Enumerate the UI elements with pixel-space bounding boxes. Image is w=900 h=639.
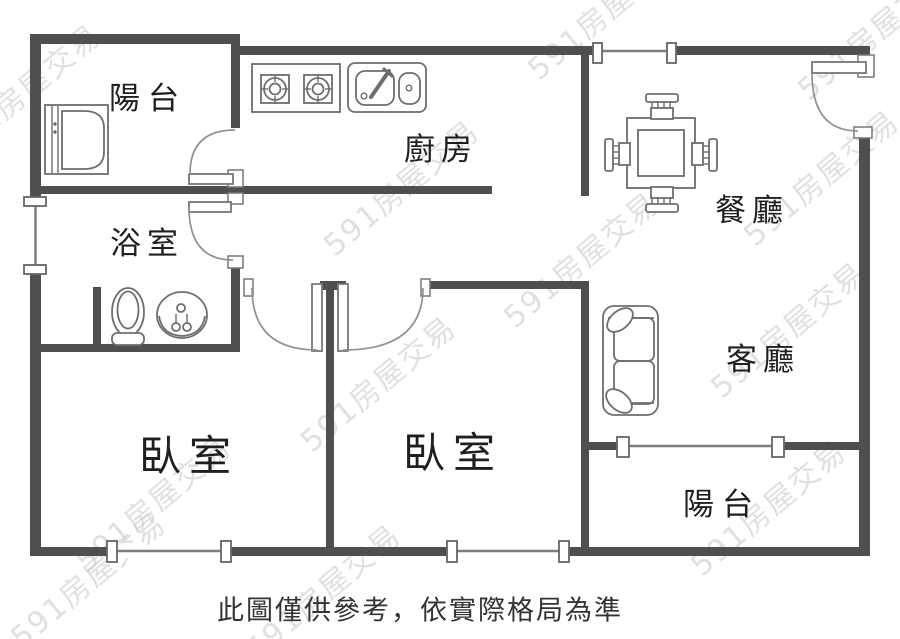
- sofa-pillow: [605, 388, 633, 414]
- toilet-bowl-inner: [116, 290, 140, 330]
- window-opening: [597, 42, 672, 57]
- wall-segment: [859, 134, 870, 556]
- kitchen-sink-icon: [347, 62, 427, 113]
- chair-seat: [650, 107, 674, 120]
- sofa-icon: [602, 305, 659, 416]
- sliding-door-panel: [616, 436, 630, 458]
- watermark-text: 591房屋交易: [704, 256, 873, 406]
- window-tick: [220, 540, 232, 563]
- door-jamb: [227, 255, 244, 269]
- entry-door-leaf: [811, 61, 867, 74]
- chair-seat: [618, 142, 631, 166]
- sink-counter: [347, 62, 427, 113]
- disclaimer-caption: 此圖僅供參考，依實際格局為準: [217, 596, 623, 627]
- bathroom-door-arc: [188, 206, 234, 261]
- watermark-text: 591房屋交易: [4, 506, 173, 639]
- entry-door-arc: [811, 72, 859, 132]
- sofa-cushion: [613, 360, 655, 405]
- balcony-door-leaf: [188, 173, 234, 185]
- wall-segment: [581, 46, 589, 196]
- wall-segment: [30, 34, 41, 556]
- wall-segment: [93, 287, 101, 346]
- washer-door: [61, 110, 105, 170]
- window-tick: [23, 264, 47, 275]
- chair-back: [645, 203, 679, 213]
- room-label-kitchen: 廚房: [404, 132, 478, 168]
- room-label-bathroom: 浴室: [110, 226, 184, 262]
- sink-basin-left: [355, 70, 395, 106]
- basin-tap-knob: [171, 322, 181, 332]
- wall-segment: [30, 344, 239, 352]
- room-label-balcony-bottom: 陽台: [683, 487, 761, 523]
- room-label-dining: 餐廳: [715, 193, 789, 229]
- windows: [23, 42, 785, 563]
- dining-table-icon: [604, 93, 718, 213]
- table-inner: [637, 129, 685, 177]
- sink-faucet: [369, 69, 391, 99]
- washer-knob: [53, 122, 57, 126]
- gas-stove-icon: [251, 63, 341, 113]
- room-label-balcony-top: 陽台: [109, 81, 187, 117]
- bedroom-middle-door-leaf: [337, 283, 349, 352]
- bedroom-left-door-arc: [251, 287, 318, 351]
- wash-basin-icon: [156, 291, 208, 339]
- toilet-base: [111, 332, 145, 346]
- chair-back: [645, 93, 679, 103]
- bedroom-middle-door-arc: [342, 287, 424, 351]
- wall-segment: [231, 260, 240, 352]
- room-labels: 陽台 廚房 餐廳 浴室 臥室 臥室 客廳 陽台: [109, 81, 800, 523]
- window-tick: [446, 540, 458, 563]
- window-tick: [592, 42, 603, 64]
- door-jamb: [227, 192, 244, 205]
- sliding-door-panel: [771, 436, 785, 458]
- sofa-pillow: [606, 307, 634, 333]
- wall-segment: [30, 186, 492, 194]
- bedroom-left-door-leaf: [311, 283, 323, 352]
- burner-ring: [268, 82, 282, 96]
- window-tick: [23, 196, 47, 207]
- window-tick: [558, 540, 570, 563]
- basin-faucet: [176, 303, 186, 313]
- washer-knob: [53, 130, 57, 134]
- chair-back: [604, 138, 614, 172]
- burner-ring: [311, 82, 325, 96]
- door-jamb: [853, 126, 873, 139]
- basin-tap-knob: [182, 322, 192, 332]
- basin-inner: [158, 315, 206, 337]
- door-jamb: [243, 278, 254, 297]
- wall-segment: [581, 285, 589, 551]
- toilet-icon: [111, 287, 145, 346]
- sink-drain: [360, 92, 368, 100]
- watermark-text: 591房屋交易: [737, 104, 900, 254]
- stove-body: [251, 63, 341, 113]
- wall-segment: [581, 442, 620, 450]
- wall-segment: [30, 34, 240, 44]
- door-jamb: [420, 278, 431, 297]
- room-label-bedroom-left: 臥室: [139, 432, 239, 481]
- wall-segment: [231, 46, 870, 55]
- furniture: [44, 62, 718, 416]
- window-tick: [106, 540, 118, 563]
- doors: [188, 54, 875, 352]
- balcony-door-arc: [189, 129, 236, 175]
- room-label-living: 客廳: [726, 342, 800, 378]
- wall-segment: [326, 285, 334, 551]
- bathroom-door-leaf: [188, 201, 232, 213]
- wall-segment: [430, 281, 589, 289]
- chair-back: [708, 138, 718, 172]
- basin-outer: [156, 291, 208, 339]
- chair-seat: [650, 186, 674, 199]
- room-label-bedroom-middle: 臥室: [403, 429, 503, 478]
- sink-basin-right: [398, 72, 421, 105]
- wall-segment: [784, 442, 861, 450]
- washing-machine-icon: [44, 104, 109, 175]
- window-tick: [666, 42, 677, 64]
- sink-faucet-head: [382, 67, 394, 78]
- chair-seat: [691, 142, 704, 166]
- sink-drain: [405, 84, 413, 92]
- wall-segment: [231, 34, 240, 128]
- washer-body: [44, 104, 109, 175]
